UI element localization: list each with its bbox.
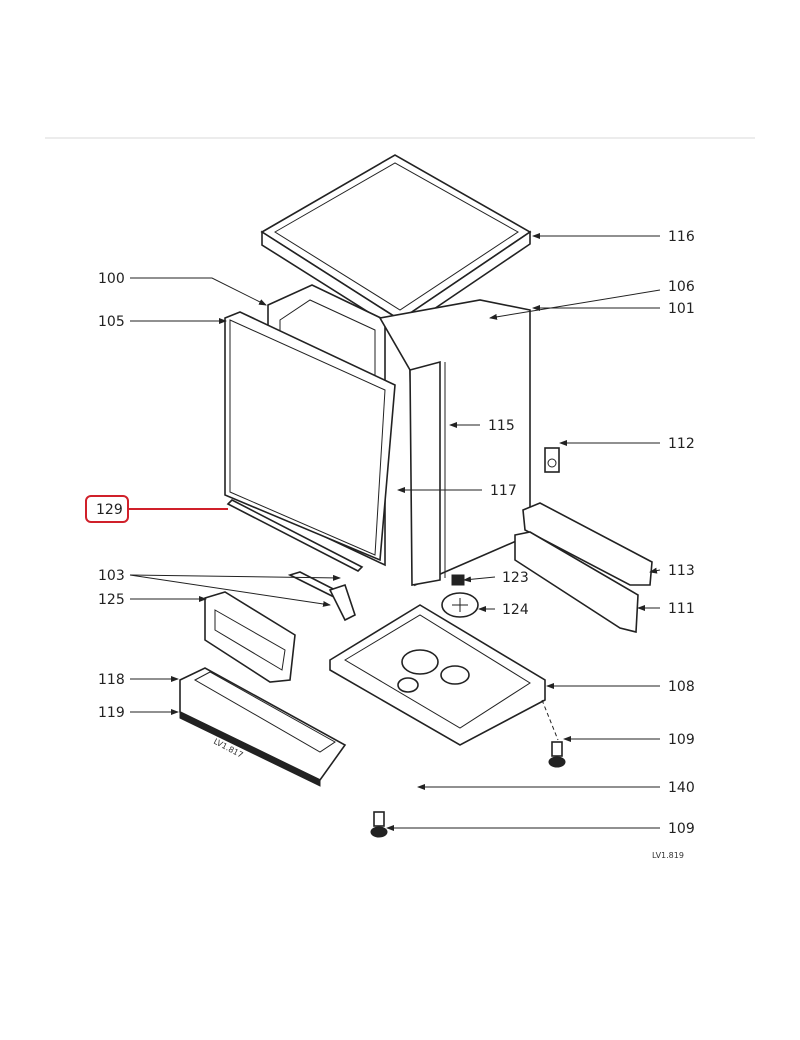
plinth-strip-129 — [226, 499, 364, 572]
foot-109-upper — [541, 699, 566, 768]
callout-140[interactable]: 140 — [668, 780, 695, 796]
callout-116[interactable]: 116 — [668, 229, 695, 245]
callout-125[interactable]: 125 — [98, 592, 125, 608]
side-panel-105 — [224, 311, 396, 562]
callout-105[interactable]: 105 — [98, 314, 125, 330]
callout-115[interactable]: 115 — [488, 418, 515, 434]
callout-108[interactable]: 108 — [668, 679, 695, 695]
callout-100[interactable]: 100 — [98, 271, 125, 287]
valve-112 — [544, 447, 560, 473]
callout-113[interactable]: 113 — [668, 563, 695, 579]
callout-106[interactable]: 106 — [668, 279, 695, 295]
callout-129[interactable]: 129 — [96, 502, 123, 518]
base-108 — [329, 604, 546, 746]
drawing-code-main: LV1.819 — [652, 851, 684, 860]
callout-112[interactable]: 112 — [668, 436, 695, 452]
disc-124 — [441, 592, 479, 618]
bracket-125 — [204, 591, 296, 683]
callout-119[interactable]: 119 — [98, 705, 125, 721]
callout-103[interactable]: 103 — [98, 568, 125, 584]
callout-123[interactable]: 123 — [502, 570, 529, 586]
callout-118[interactable]: 118 — [98, 672, 125, 688]
connector-123 — [451, 574, 465, 586]
top-cover-116 — [260, 154, 532, 334]
callout-109-upper[interactable]: 109 — [668, 732, 695, 748]
kickplate-118-119 — [179, 667, 347, 787]
callout-111[interactable]: 111 — [668, 601, 695, 617]
callout-117[interactable]: 117 — [490, 483, 517, 499]
leader-lines — [128, 233, 661, 831]
callout-124[interactable]: 124 — [502, 602, 529, 618]
highlight-box — [85, 495, 129, 523]
rail-113-111 — [514, 502, 653, 634]
bracket-103 — [287, 571, 356, 622]
callout-101[interactable]: 101 — [668, 301, 695, 317]
foot-109-lower — [370, 811, 388, 838]
callout-109-lower[interactable]: 109 — [668, 821, 695, 837]
